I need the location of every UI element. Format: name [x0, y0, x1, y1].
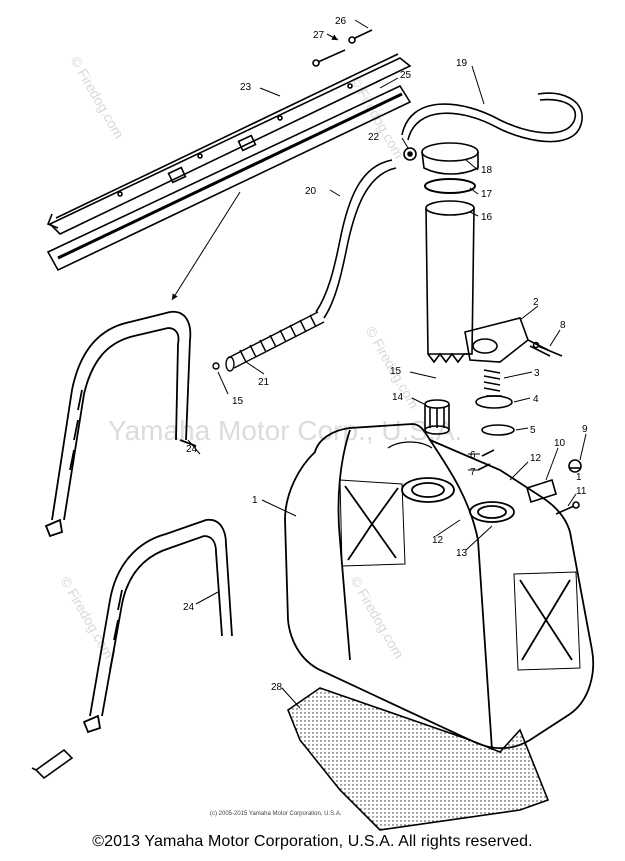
- fuel-filter-part-14: [424, 399, 450, 435]
- part-label-8: 8: [560, 320, 566, 331]
- part-label-18: 18: [481, 165, 493, 176]
- bolt-part-8: [532, 341, 563, 357]
- watermark-site-1: © Firedog.com: [67, 54, 127, 142]
- bolt-part-27: [312, 49, 346, 67]
- plate-part-10: [526, 478, 557, 504]
- hose-clamp-part-22: [403, 147, 417, 161]
- watermark-site-5: © Firedog.com: [347, 574, 407, 662]
- part-label-16: 16: [481, 212, 493, 223]
- gasket-part-17: [424, 178, 476, 194]
- part-label-25: 25: [400, 70, 412, 81]
- part-label-24a: 24: [183, 602, 195, 613]
- part-label-26: 26: [335, 16, 347, 27]
- front-direction-marker: [31, 748, 74, 780]
- part-label-3: 3: [534, 368, 540, 379]
- part-label-6: 6: [470, 450, 476, 461]
- valve-part-4: [475, 395, 513, 409]
- part-label-22: 22: [368, 132, 380, 143]
- part-label-15b: 15: [390, 366, 402, 377]
- part-label-1b: 1: [576, 472, 582, 483]
- part-label-28: 28: [271, 682, 283, 693]
- leader-lines: [171, 19, 587, 709]
- watermark-site-4: © Firedog.com: [57, 574, 117, 662]
- strap-pad-part-25: [46, 84, 412, 272]
- part-label-19: 19: [456, 58, 468, 69]
- base-mat-part-28: [287, 687, 550, 831]
- watermark-layer: Yamaha Motor Corp., U.S.A. © Firedog.com…: [57, 54, 462, 662]
- part-label-5: 5: [530, 425, 536, 436]
- part-label-10: 10: [554, 438, 566, 449]
- part-label-13: 13: [456, 548, 468, 559]
- fuel-hose-part-20: [315, 159, 397, 319]
- part-label-27: 27: [313, 30, 325, 41]
- inline-copyright: (c) 2005-2015 Yamaha Motor Corporation, …: [210, 811, 342, 817]
- filler-neck-part-16: [425, 200, 475, 364]
- part-label-7: 7: [470, 467, 476, 478]
- bolt-part-26: [348, 29, 373, 44]
- support-strap-part-24-lower: [82, 518, 233, 734]
- spring-part-3: [483, 369, 501, 392]
- part-label-21: 21: [258, 377, 270, 388]
- part-label-2: 2: [533, 297, 539, 308]
- vent-hose-part-19: [401, 92, 583, 143]
- part-label-17: 17: [481, 189, 493, 200]
- part-label-12b: 12: [432, 535, 444, 546]
- support-strap-part-24-upper: [44, 310, 197, 538]
- part-label-23: 23: [240, 82, 252, 93]
- part-label-14: 14: [392, 392, 404, 403]
- grommet-part-9: [568, 459, 582, 473]
- part-label-15a: 15: [232, 396, 244, 407]
- corrugated-hose-part-21: [225, 311, 325, 372]
- part-label-24b: 24: [186, 444, 198, 455]
- fuel-tank-part-1: [284, 423, 595, 751]
- upper-strap-part-23: [46, 53, 412, 235]
- hose-fitting-part-15: [212, 362, 220, 370]
- screw-part-6: [481, 449, 495, 457]
- part-label-1a: 1: [252, 495, 258, 506]
- part-label-9: 9: [582, 424, 588, 435]
- pump-housing-part-2: [464, 317, 551, 363]
- filler-cap-part-18: [421, 142, 479, 175]
- part-label-4: 4: [533, 394, 539, 405]
- footer-copyright: ©2013 Yamaha Motor Corporation, U.S.A. A…: [92, 833, 533, 850]
- part-label-20: 20: [305, 186, 317, 197]
- part-labels: 26 27 23 25 19 22 18 17 16 20 2 8 21 15 …: [183, 16, 588, 693]
- washer-part-5: [481, 424, 515, 436]
- part-label-12a: 12: [530, 453, 542, 464]
- part-label-11: 11: [576, 486, 587, 497]
- watermark-brand: Yamaha Motor Corp., U.S.A.: [108, 415, 462, 446]
